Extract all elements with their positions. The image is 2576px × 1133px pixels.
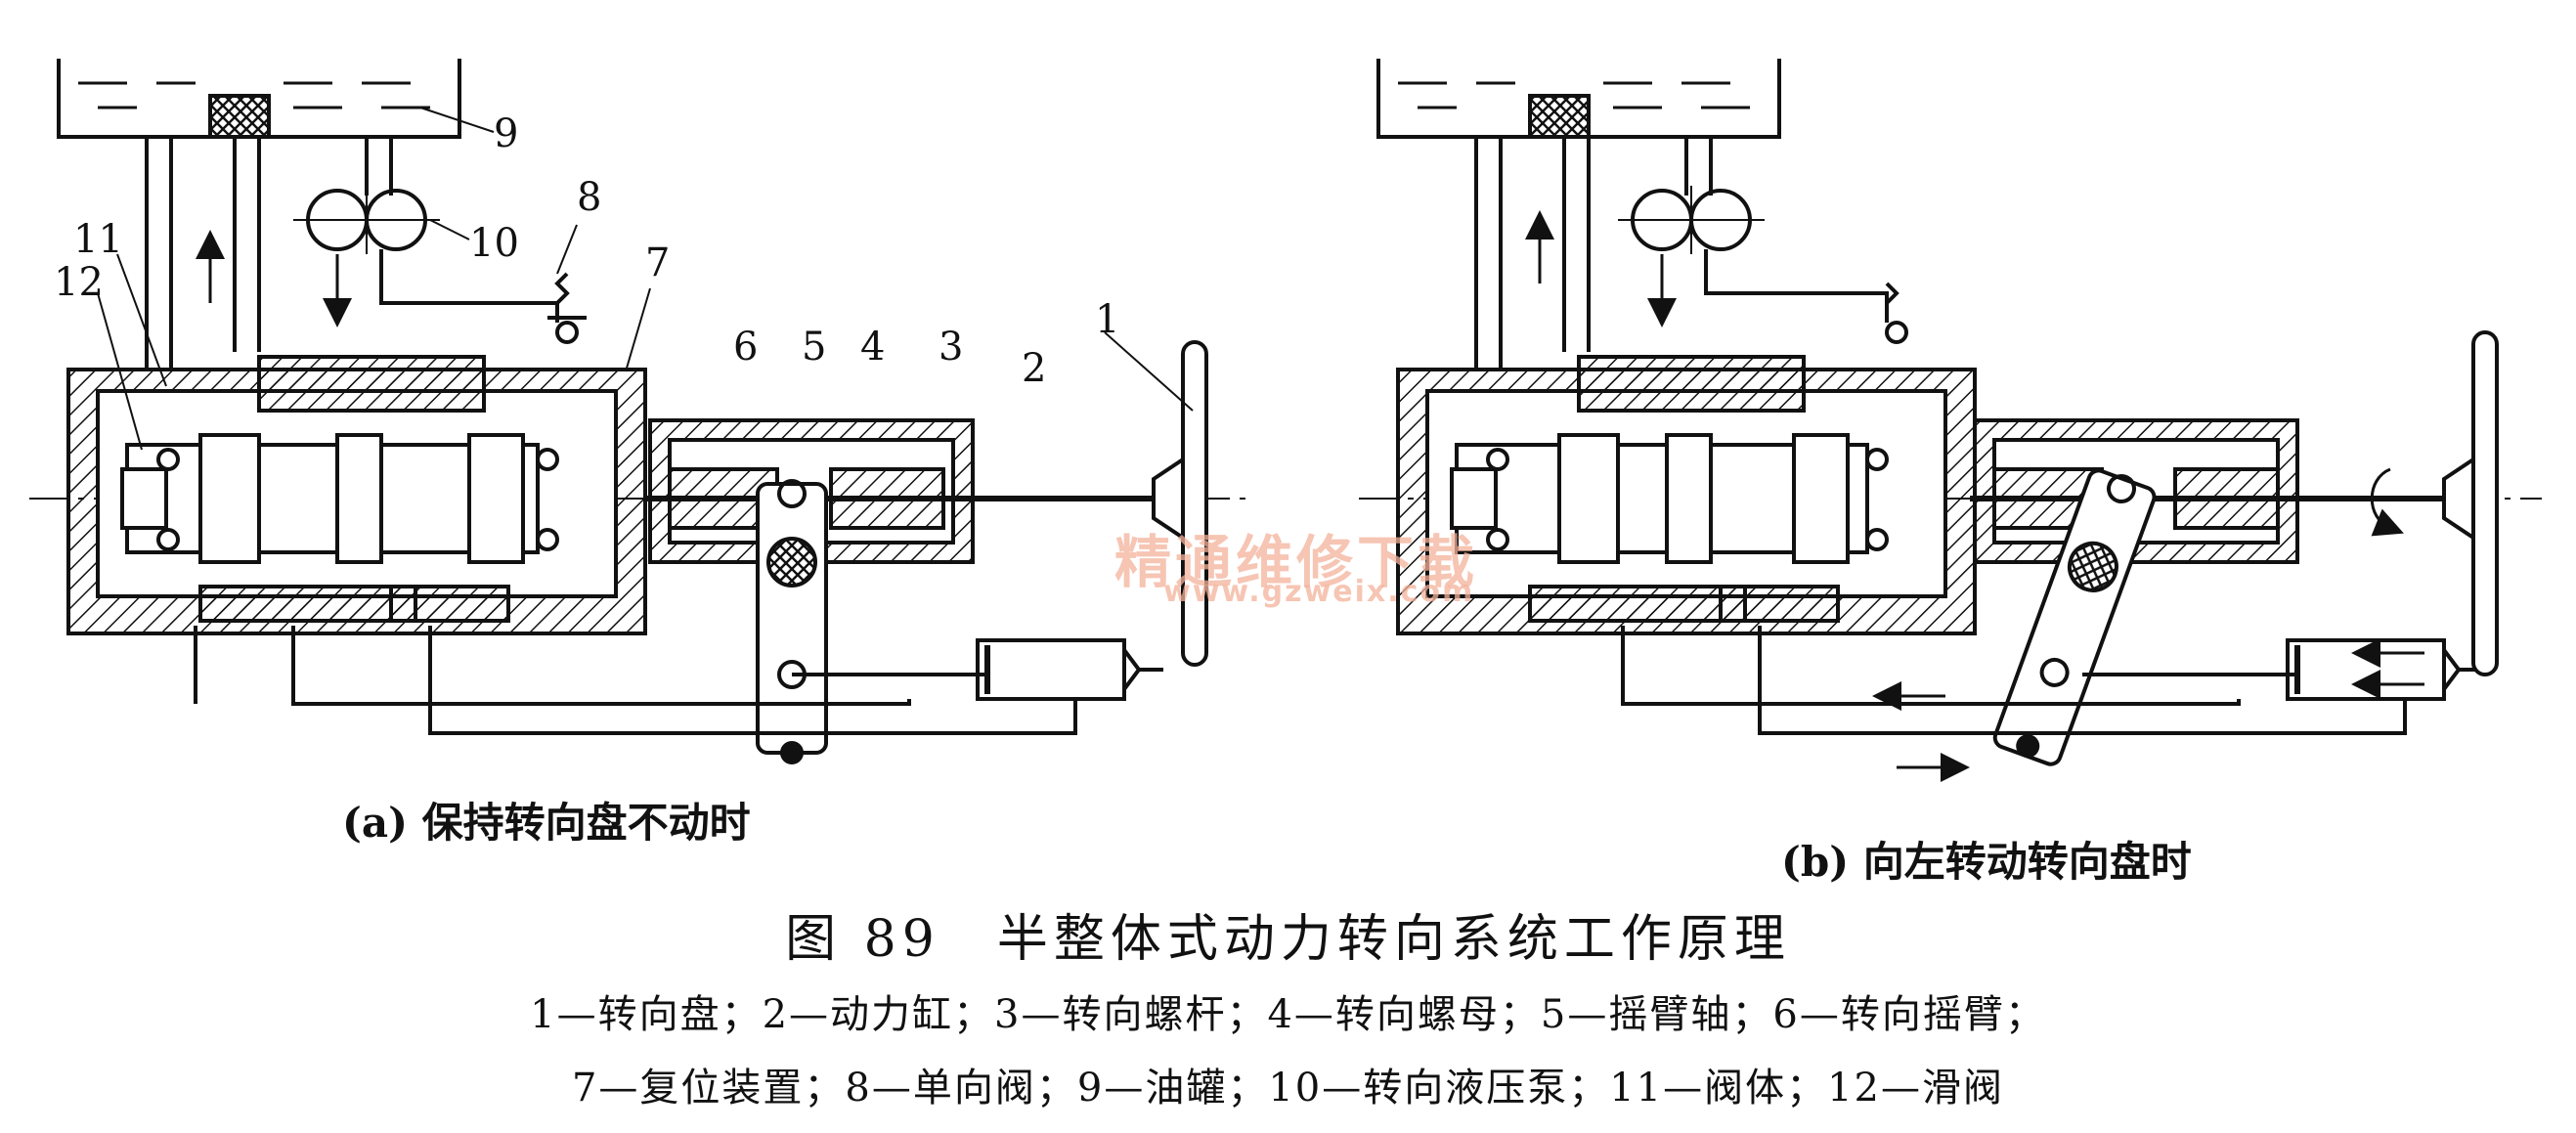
callout-10: 10: [469, 221, 519, 266]
watermark-name: 精通维修下载: [1114, 529, 1479, 595]
spool-valve-b: [1450, 433, 1889, 564]
callout-4: 4: [860, 325, 885, 370]
callout-11: 11: [73, 217, 123, 262]
power-cylinder-b: [2082, 638, 2488, 701]
callout-1: 1: [1095, 297, 1119, 342]
callout-8: 8: [577, 175, 601, 220]
pitman-arm: [756, 479, 828, 764]
figure-title: 图 89 半整体式动力转向系统工作原理: [785, 910, 1791, 969]
legend-line-2: 7—复位装置；8—单向阀；9—油罐；10—转向液压泵；11—阀体；12—滑阀: [571, 1066, 2005, 1111]
spool-valve: [120, 433, 559, 564]
subcaption-b: (b) 向左转动转向盘时: [1781, 838, 2192, 886]
check-valve: [547, 272, 587, 344]
callout-7: 7: [645, 240, 670, 285]
subcaption-a: (a) 保持转向盘不动时: [342, 799, 751, 847]
watermark-url: www.gzweix.com: [1163, 575, 1475, 609]
pitman-arm-b: [1992, 468, 2157, 766]
diagram-b: [1359, 59, 2542, 782]
callout-12: 12: [54, 260, 104, 305]
callout-9: 9: [494, 111, 518, 156]
steering-pump: [293, 186, 440, 254]
steering-pump-b: [1618, 186, 1765, 254]
callout-2: 2: [1022, 346, 1046, 391]
screw-housing: [645, 418, 1154, 564]
steering-wheel-b: [2370, 330, 2499, 676]
steering-wheel: [1152, 340, 1208, 667]
legend-line-1: 1—转向盘；2—动力缸；3—转向螺杆；4—转向螺母；5—摇臂轴；6—转向摇臂；: [530, 992, 2046, 1037]
power-cylinder: [792, 638, 1163, 701]
callout-3: 3: [939, 325, 963, 370]
oil-tank-b: [1376, 59, 1781, 139]
callout-5: 5: [802, 325, 826, 370]
oil-tank: [57, 59, 461, 139]
check-valve-b: [1885, 282, 1908, 344]
callout-6: 6: [733, 325, 758, 370]
diagram-a: [29, 59, 1251, 764]
